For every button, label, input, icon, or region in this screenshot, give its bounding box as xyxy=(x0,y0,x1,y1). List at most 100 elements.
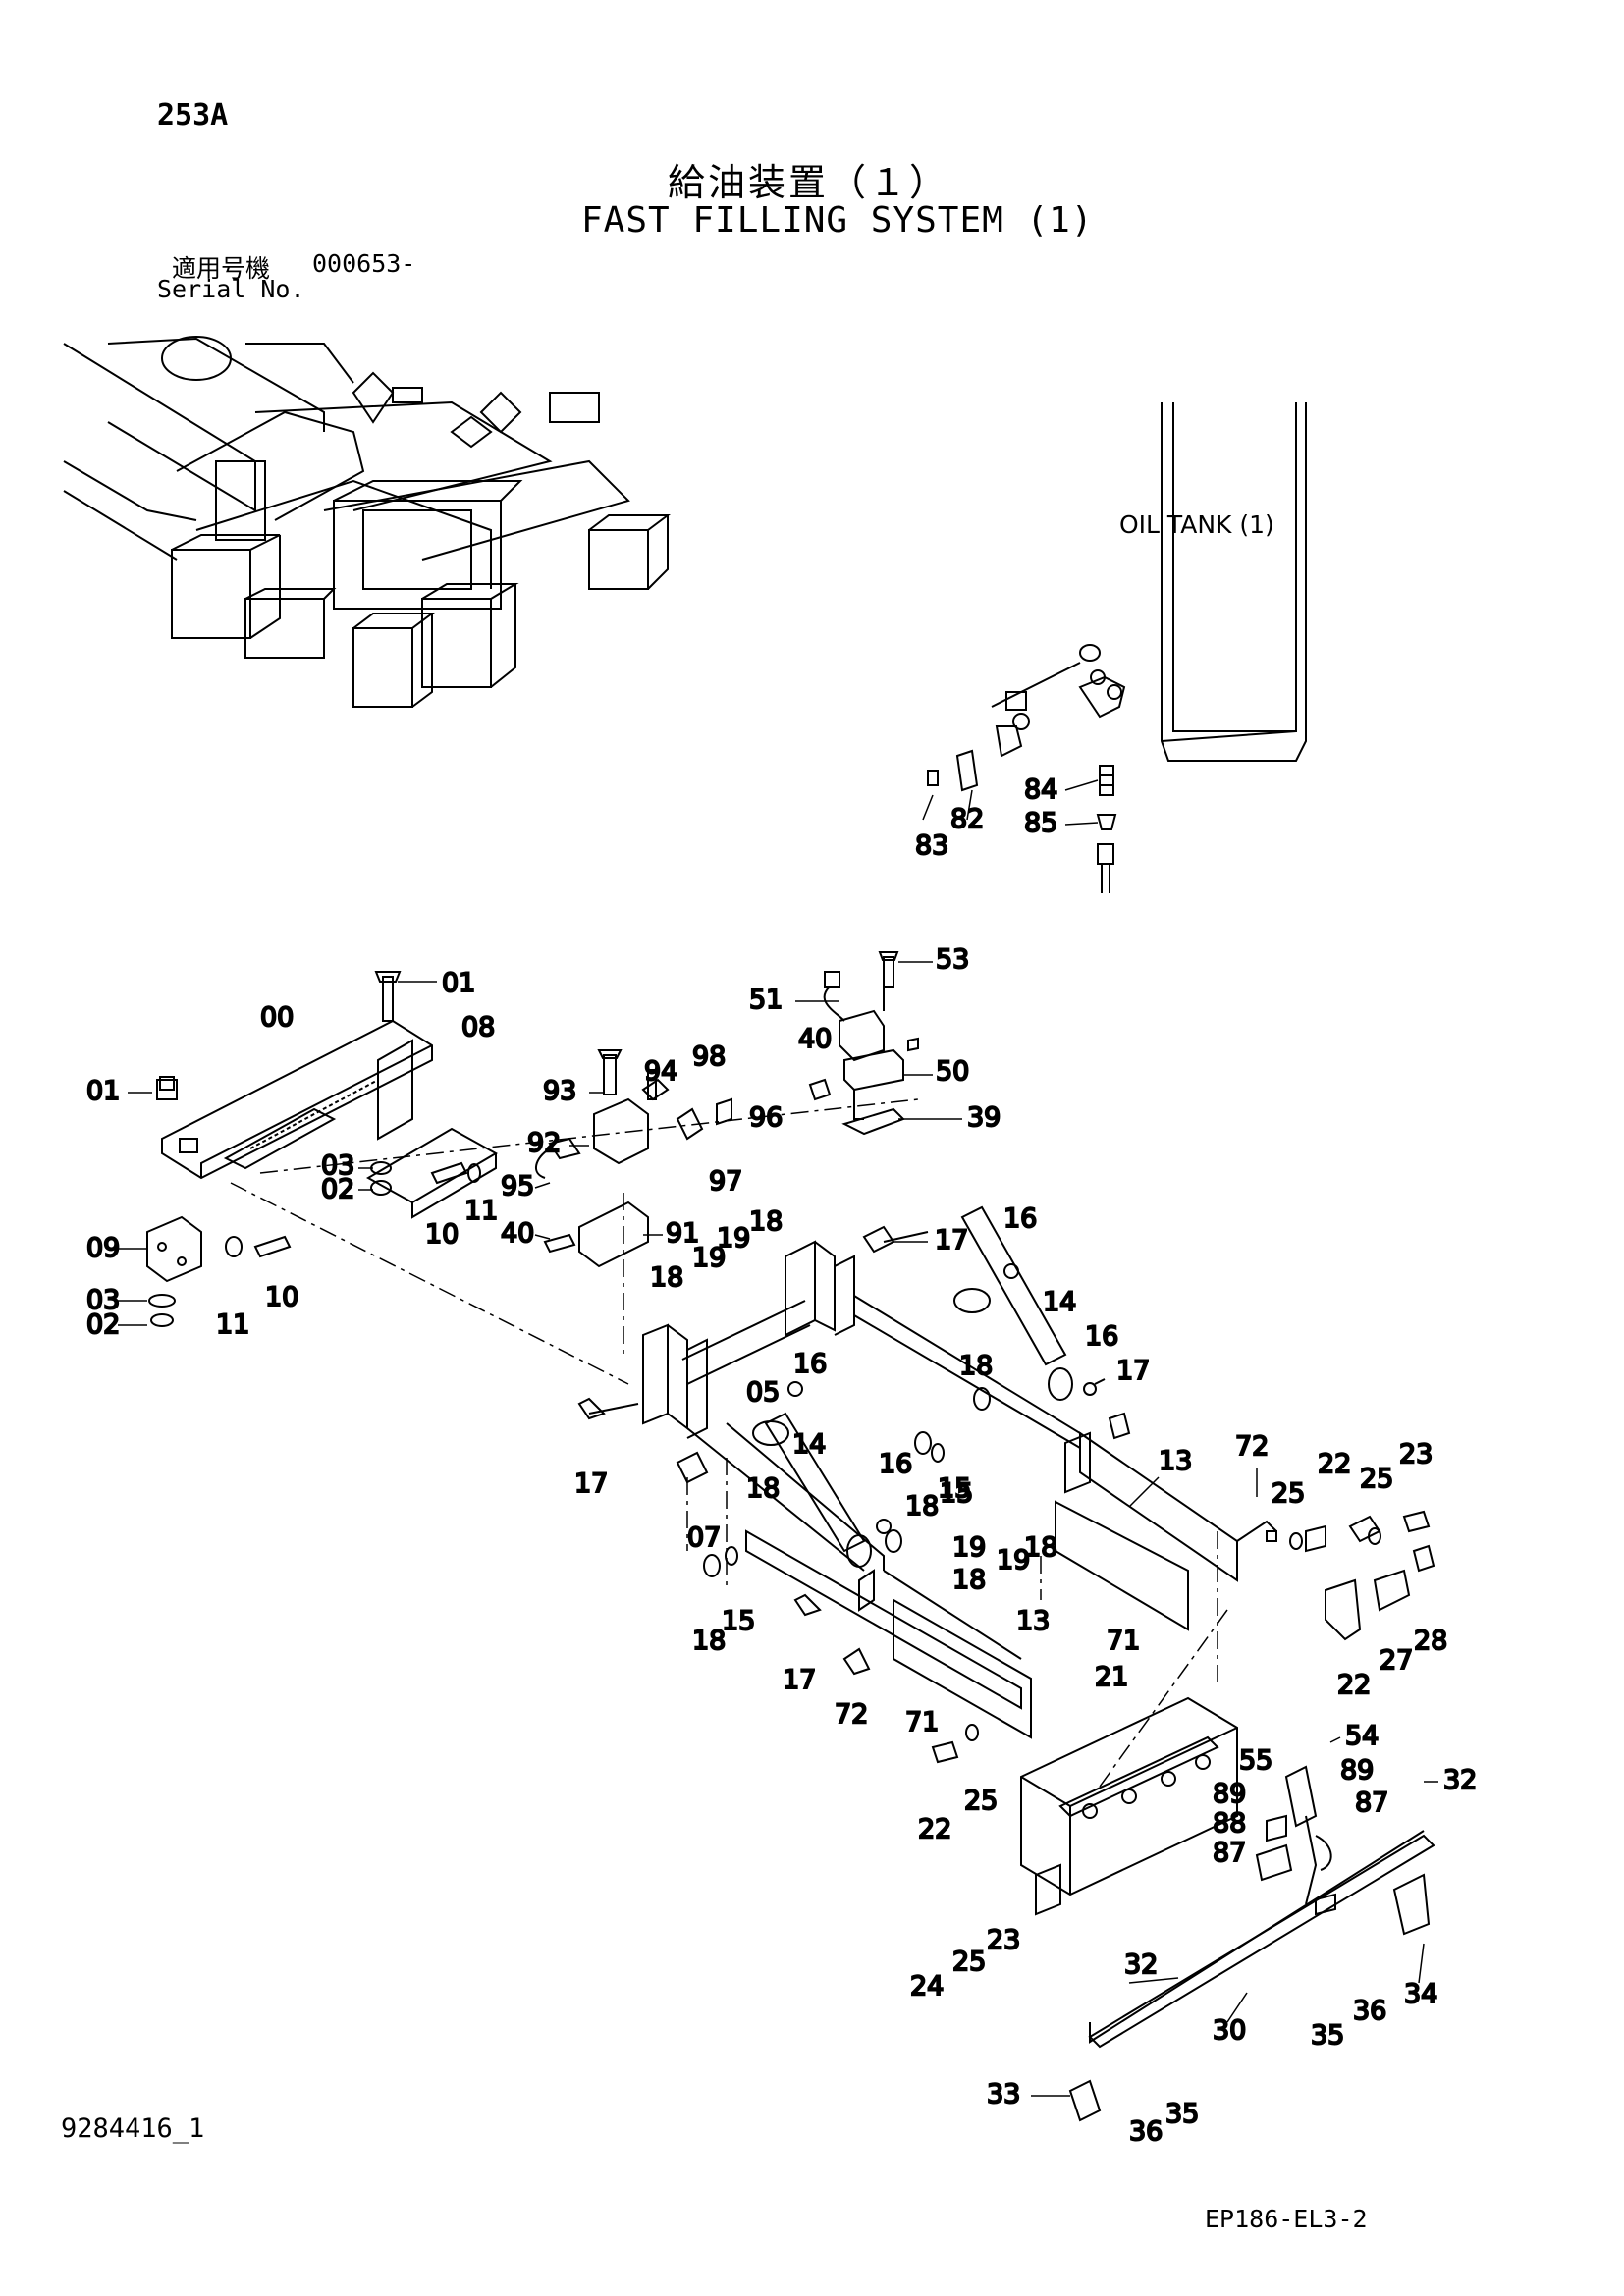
callout-24: 23 xyxy=(1399,1439,1433,1469)
serial-label: Serial No. xyxy=(157,275,305,303)
support-arm-assembly xyxy=(643,1207,1237,1737)
callout-23: 22 xyxy=(1337,1670,1371,1700)
callout-18: 18 xyxy=(650,1262,683,1293)
page-number: 253A xyxy=(157,98,229,133)
callout-88: 88 xyxy=(1213,1808,1246,1839)
callout-16: 16 xyxy=(793,1349,827,1379)
callout-10: 10 xyxy=(265,1282,298,1312)
callout-36: 36 xyxy=(1353,1996,1386,2026)
page-title-japanese: 給油装置（１） xyxy=(668,161,950,204)
callout-93: 93 xyxy=(543,1076,576,1106)
callout-16: 16 xyxy=(1003,1203,1037,1234)
callout-18: 18 xyxy=(959,1351,993,1381)
callout-09: 09 xyxy=(86,1233,120,1263)
callout-72: 72 xyxy=(835,1699,868,1730)
callout-15: 15 xyxy=(940,1478,973,1509)
callout-18: 18 xyxy=(749,1206,783,1237)
oil-tank xyxy=(1162,402,1306,761)
callout-32: 32 xyxy=(1124,1949,1158,1980)
callout-27: 27 xyxy=(1380,1645,1413,1676)
callout-15: 15 xyxy=(938,1473,971,1504)
callout-22: 22 xyxy=(918,1814,951,1844)
callout-19: 19 xyxy=(952,1532,986,1563)
callout-18: 18 xyxy=(952,1565,986,1595)
callout-97: 97 xyxy=(709,1166,742,1197)
callout-21: 21 xyxy=(1095,1662,1128,1692)
callout-55: 55 xyxy=(1239,1745,1272,1776)
callout-13: 13 xyxy=(1016,1606,1050,1636)
callout-01: 01 xyxy=(86,1076,120,1106)
callout-17: 17 xyxy=(935,1225,968,1255)
assembly-guide-lines xyxy=(231,1099,1227,1787)
callout-87: 87 xyxy=(1355,1788,1388,1818)
machine-frame-overview xyxy=(64,337,668,707)
callout-17: 17 xyxy=(574,1468,608,1499)
valve-block-assembly xyxy=(536,952,918,1266)
callout-18: 18 xyxy=(1024,1532,1057,1563)
callout-51: 51 xyxy=(749,985,783,1015)
callout-40: 40 xyxy=(798,1024,832,1054)
callout-36: 36 xyxy=(1129,2116,1163,2147)
callout-25: 25 xyxy=(1360,1464,1393,1494)
callout-02: 02 xyxy=(321,1174,354,1204)
callout-95: 95 xyxy=(501,1171,534,1201)
callout-02: 02 xyxy=(86,1309,120,1340)
callout-24: 24 xyxy=(910,1971,944,2002)
part-number-callouts: 01 00 08 01 03 02 10 11 09 03 02 11 10 9… xyxy=(85,774,1478,2148)
callout-07: 07 xyxy=(687,1522,721,1553)
callout-35: 35 xyxy=(1165,2099,1199,2129)
callout-98: 98 xyxy=(692,1041,726,1072)
callout-87: 87 xyxy=(1213,1838,1246,1868)
callout-30: 30 xyxy=(1213,2015,1246,2046)
callout-40: 40 xyxy=(501,1218,534,1249)
serial-number-value: 000653- xyxy=(312,249,416,278)
callout-11: 11 xyxy=(216,1309,249,1340)
callout-28: 28 xyxy=(1414,1626,1447,1656)
callout-32: 32 xyxy=(1443,1765,1477,1795)
callout-17: 17 xyxy=(1116,1356,1150,1386)
callout-14: 14 xyxy=(1043,1287,1076,1317)
tank-fittings-assembly xyxy=(928,645,1124,893)
callout-92: 92 xyxy=(527,1128,561,1158)
callout-33: 33 xyxy=(987,2079,1020,2109)
callout-71: 71 xyxy=(905,1707,939,1737)
callout-leader-lines xyxy=(118,780,1438,2096)
callout-18: 18 xyxy=(692,1626,726,1656)
callout-08: 08 xyxy=(461,1012,495,1042)
reference-code: EP186-EL3-2 xyxy=(1205,2205,1368,2233)
callout-16: 16 xyxy=(1085,1321,1118,1352)
callout-17: 17 xyxy=(783,1665,816,1695)
callout-53: 53 xyxy=(936,944,969,975)
callout-96: 96 xyxy=(749,1102,783,1133)
callout-18: 18 xyxy=(905,1491,939,1522)
callout-23: 23 xyxy=(987,1925,1020,1955)
left-mounting-bracket xyxy=(147,972,496,1326)
oil-tank-label: OIL TANK (1) xyxy=(1119,510,1274,539)
callout-25: 25 xyxy=(1272,1478,1305,1509)
document-id: 9284416_1 xyxy=(61,2113,205,2144)
callout-91: 91 xyxy=(666,1218,699,1249)
callout-14: 14 xyxy=(792,1429,826,1460)
callout-25: 25 xyxy=(952,1947,986,1977)
fasteners xyxy=(579,1227,1434,1762)
callout-89: 89 xyxy=(1340,1755,1374,1786)
callout-39: 39 xyxy=(967,1102,1001,1133)
lower-brackets xyxy=(1021,1571,1434,2120)
page-title: FAST FILLING SYSTEM (1) xyxy=(581,200,1094,240)
callout-83: 83 xyxy=(915,830,948,861)
callout-19: 19 xyxy=(997,1545,1030,1575)
callout-25: 25 xyxy=(964,1786,998,1816)
callout-05: 05 xyxy=(746,1377,780,1408)
callout-15: 15 xyxy=(722,1606,755,1636)
callout-16: 16 xyxy=(879,1449,912,1479)
callout-19: 19 xyxy=(692,1243,726,1273)
callout-19: 19 xyxy=(717,1223,750,1254)
callout-54: 54 xyxy=(1345,1721,1379,1751)
callout-13: 13 xyxy=(1159,1446,1192,1476)
callout-50: 50 xyxy=(936,1056,969,1087)
callout-72: 72 xyxy=(1235,1431,1269,1462)
callout-00: 00 xyxy=(260,1002,294,1033)
callout-71: 71 xyxy=(1107,1626,1140,1656)
callout-11: 11 xyxy=(464,1196,498,1226)
